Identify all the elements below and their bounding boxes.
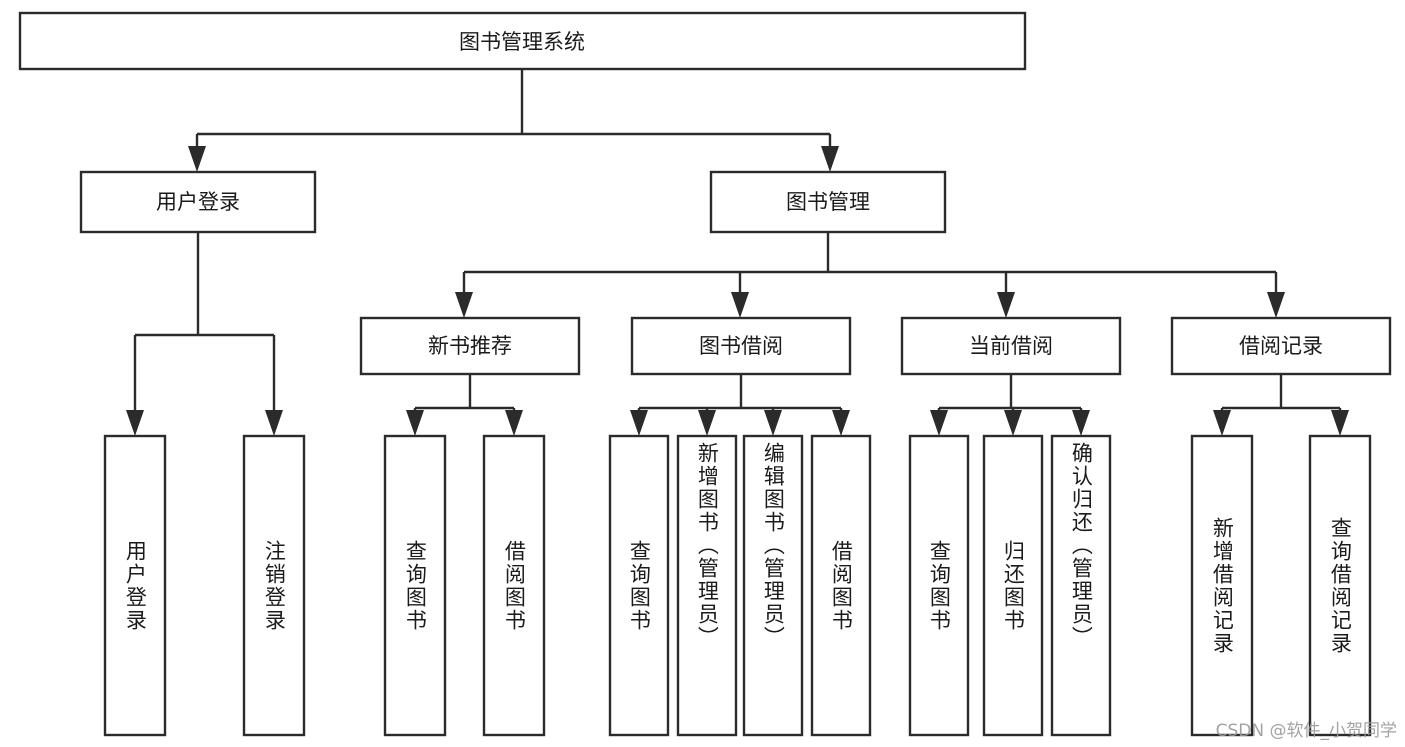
- leaf-box-borrow-book[interactable]: [810, 434, 872, 737]
- arrow-head-icon: [698, 410, 716, 436]
- leaf-box-query-book-current[interactable]: [908, 434, 970, 737]
- arrow-head-icon: [731, 292, 749, 318]
- node-user-login-label: 用户登录: [156, 190, 240, 214]
- connector-borrow-record-to-leaves: [1213, 374, 1349, 436]
- connector-user-login-to-leaves: [126, 232, 283, 436]
- watermark-text: CSDN @软件_小贺同学: [1215, 721, 1397, 741]
- arrow-head-icon: [821, 146, 839, 172]
- node-new-book-recommend[interactable]: 新书推荐: [359, 316, 581, 376]
- leaf-box-query-borrow-record[interactable]: [1308, 434, 1372, 737]
- leaf-box-borrow-book-recommend[interactable]: [482, 434, 546, 737]
- connector-book-borrow-to-leaves: [630, 374, 850, 436]
- leaf-box-add-borrow-record[interactable]: [1190, 434, 1254, 737]
- node-root-box: [18, 11, 1027, 71]
- arrow-head-icon: [406, 410, 424, 436]
- arrow-head-icon: [1072, 410, 1090, 436]
- arrow-head-icon: [1213, 410, 1231, 436]
- arrow-head-icon: [188, 146, 206, 172]
- node-user-login[interactable]: 用户登录: [79, 170, 317, 234]
- leaf-box-edit-book-admin[interactable]: [742, 434, 804, 737]
- arrow-head-icon: [1331, 410, 1349, 436]
- arrow-head-icon: [630, 410, 648, 436]
- arrow-head-icon: [1267, 292, 1285, 318]
- arrow-head-icon: [126, 410, 144, 436]
- arrow-head-icon: [997, 292, 1015, 318]
- connector-root-to-level2: [188, 69, 839, 172]
- node-book-management-label: 图书管理: [786, 190, 870, 214]
- node-borrow-record[interactable]: 借阅记录: [1170, 316, 1392, 376]
- node-borrow-record-label: 借阅记录: [1239, 334, 1323, 358]
- leaf-box-add-book-admin[interactable]: [676, 434, 738, 737]
- node-book-borrow-label: 图书借阅: [699, 334, 783, 358]
- node-current-borrow[interactable]: 当前借阅: [900, 316, 1122, 376]
- arrow-head-icon: [505, 410, 523, 436]
- node-root[interactable]: 图书管理系统: [18, 11, 1027, 71]
- leaf-box-confirm-return-admin[interactable]: [1050, 434, 1112, 737]
- arrow-head-icon: [764, 410, 782, 436]
- node-book-borrow[interactable]: 图书借阅: [630, 316, 852, 376]
- connector-book-management-to-level3: [455, 232, 1285, 318]
- node-new-book-recommend-box: [359, 316, 581, 376]
- connector-new-book-recommend-to-leaves: [406, 374, 523, 436]
- connector-current-borrow-to-leaves: [930, 374, 1090, 436]
- leaf-box-return-book[interactable]: [982, 434, 1044, 737]
- node-user-login-box: [79, 170, 317, 234]
- leaf-box-query-book-borrow[interactable]: [608, 434, 670, 737]
- node-current-borrow-label: 当前借阅: [969, 334, 1053, 358]
- node-current-borrow-box: [900, 316, 1122, 376]
- node-root-label: 图书管理系统: [459, 30, 585, 54]
- arrow-head-icon: [1004, 410, 1022, 436]
- leaf-box-logout[interactable]: [242, 434, 306, 737]
- leaf-boxes: [103, 434, 1372, 737]
- leaf-box-query-book-recommend[interactable]: [383, 434, 447, 737]
- arrow-head-icon: [832, 410, 850, 436]
- arrow-head-icon: [930, 410, 948, 436]
- arrow-head-icon: [265, 410, 283, 436]
- node-new-book-recommend-label: 新书推荐: [428, 334, 512, 358]
- arrow-head-icon: [455, 292, 473, 318]
- leaf-box-user-login[interactable]: [103, 434, 167, 737]
- node-book-management[interactable]: 图书管理: [709, 170, 947, 234]
